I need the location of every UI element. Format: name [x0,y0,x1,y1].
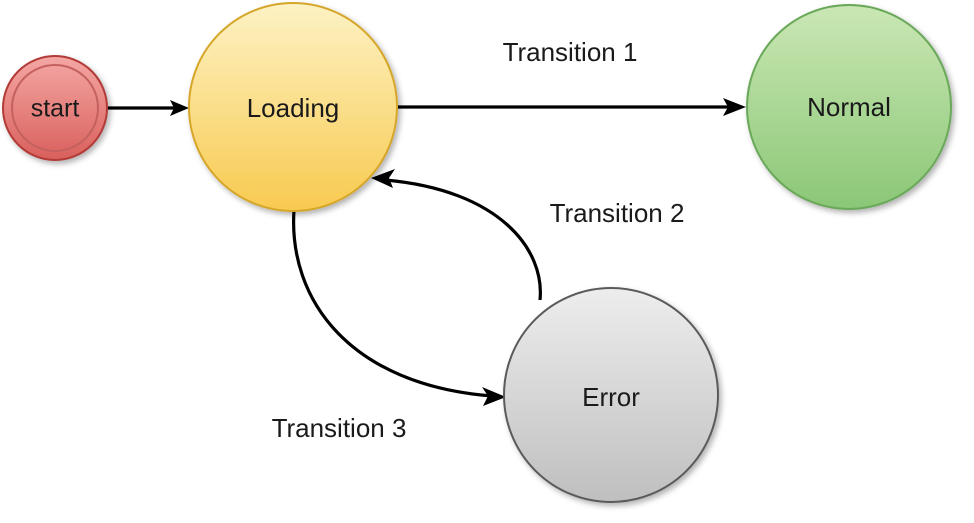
node-loading-circle [188,2,398,212]
edge-transition-1-arrowhead [723,98,746,116]
edge-transition-3-arrowhead [482,387,506,406]
edge-transition-1[interactable] [398,98,746,116]
edge-transition-2-arrowhead [371,169,395,188]
node-error[interactable]: Error [503,287,719,503]
node-normal[interactable]: Normal [746,4,952,210]
node-loading-label: Loading [247,93,340,123]
edge-label-transition-2: Transition 2 [550,198,685,228]
edge-start-to-loading[interactable] [106,100,189,116]
node-start[interactable]: start [2,55,108,161]
node-start-label: start [31,95,80,123]
edge-transition-3-curve [292,209,493,398]
node-loading[interactable]: Loading [188,2,398,212]
edge-label-transition-3: Transition 3 [272,413,407,443]
edge-label-transition-1: Transition 1 [503,37,638,67]
edge-transition-2-curve [384,178,542,301]
node-start-inner-circle [11,64,99,152]
node-normal-label: Normal [807,92,891,122]
edge-start-to-loading-arrowhead [170,100,189,116]
edge-transition-2[interactable] [371,169,542,301]
node-start-outer-circle [2,55,108,161]
node-error-label: Error [582,382,640,412]
edge-transition-3[interactable] [292,209,506,406]
node-normal-circle [746,4,952,210]
node-error-circle [503,287,719,503]
